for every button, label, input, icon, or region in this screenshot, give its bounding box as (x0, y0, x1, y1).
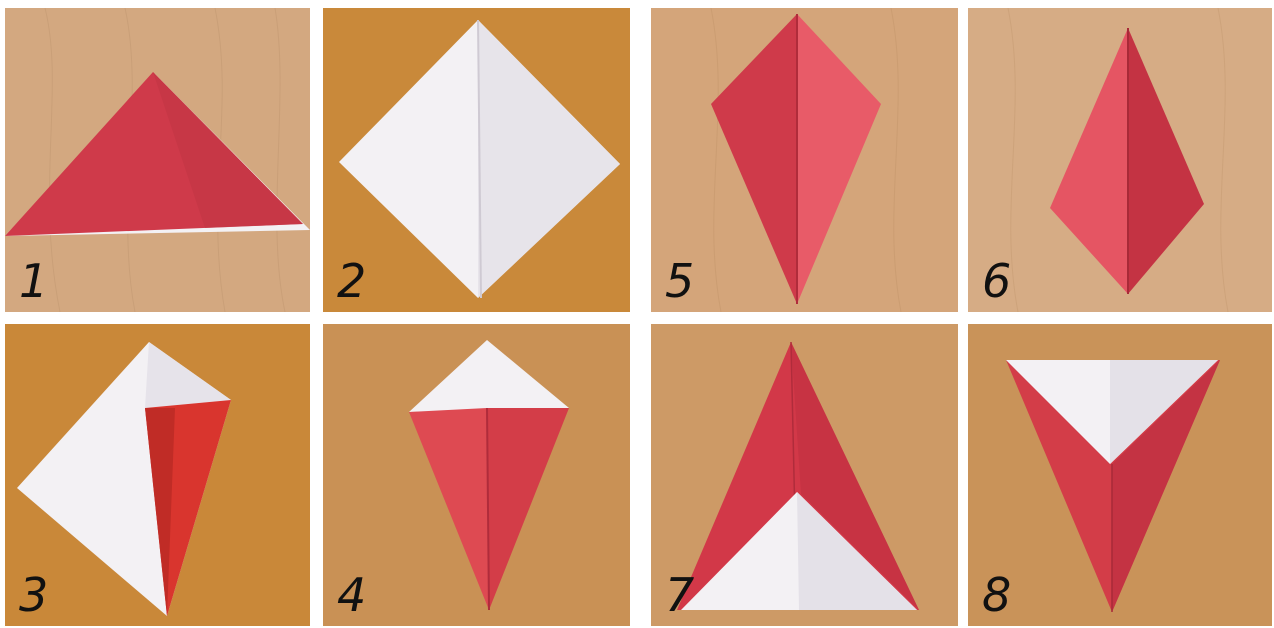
step-4-illustration (323, 324, 630, 626)
step-number: 3 (19, 568, 49, 622)
step-5-illustration (651, 8, 958, 312)
step-number: 2 (337, 254, 367, 308)
step-number: 7 (665, 568, 695, 622)
step-3-illustration (5, 324, 310, 626)
step-8-photo: 8 (968, 324, 1272, 626)
step-number: 8 (982, 568, 1012, 622)
step-1-illustration (5, 8, 310, 312)
step-6-photo: 6 (968, 8, 1272, 312)
step-number: 5 (665, 254, 695, 308)
step-3-photo: 3 (5, 324, 310, 626)
step-number: 6 (982, 254, 1012, 308)
step-number: 1 (19, 254, 49, 308)
step-8-illustration (968, 324, 1272, 626)
step-2-illustration (323, 8, 630, 312)
step-2-photo: 2 (323, 8, 630, 312)
step-7-illustration (651, 324, 958, 626)
step-number: 4 (337, 568, 367, 622)
step-5-photo: 5 (651, 8, 958, 312)
step-1-photo: 1 (5, 8, 310, 312)
step-4-photo: 4 (323, 324, 630, 626)
step-6-illustration (968, 8, 1272, 312)
step-7-photo: 7 (651, 324, 958, 626)
